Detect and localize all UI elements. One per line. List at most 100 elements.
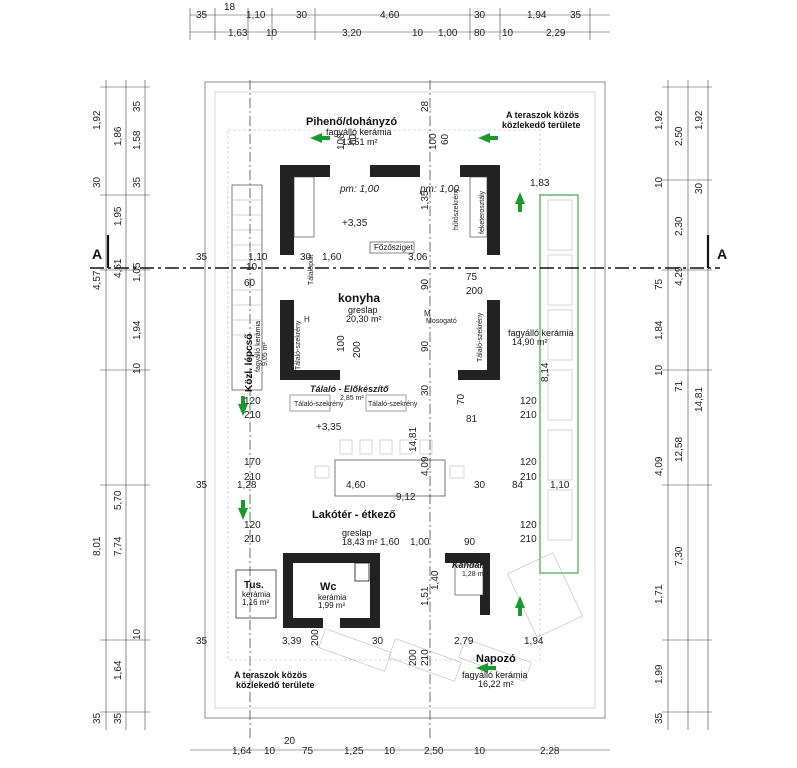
pm-label-2: pm: 1,00 [419,184,459,195]
right-terrace-planter [539,194,579,574]
h-label: H [304,315,310,324]
bottom-dim: 2,28 [540,746,560,757]
top-dim: 1,10 [246,10,266,21]
room-area-piheno: 13,51 m² [342,137,378,147]
svg-text:28: 28 [420,100,431,112]
room-area-napozo: 16,22 m² [478,679,514,689]
svg-text:1,84: 1,84 [654,320,665,340]
dining-table [314,439,465,497]
svg-text:210: 210 [520,410,537,421]
svg-text:3,39: 3,39 [282,636,302,647]
room-area-kandallo: 1,28 m² [462,571,486,578]
svg-text:1,83: 1,83 [530,178,550,189]
svg-text:8,01: 8,01 [92,536,103,556]
svg-text:14,81: 14,81 [694,387,705,412]
top-dim: 2,29 [546,28,566,39]
svg-text:1,05: 1,05 [132,262,143,282]
room-floor-piheno: fagyálló kerámia [326,127,392,137]
svg-text:1,10: 1,10 [550,480,570,491]
svg-text:84: 84 [512,480,524,491]
svg-text:35: 35 [196,252,208,263]
bottom-dim: 2,50 [424,746,444,757]
room-area-lakoter: 18,43 m² [342,537,378,547]
svg-text:35: 35 [92,712,103,724]
svg-text:30: 30 [92,176,103,188]
terrace-common-bottom-2: közlekedő területe [236,680,315,690]
svg-text:4,57: 4,57 [92,270,103,290]
bottom-dim: 75 [302,746,314,757]
wc-walls [235,553,380,628]
room-floor-kozl: fagyálló kerámia [255,321,262,372]
svg-text:9,12: 9,12 [396,492,416,503]
svg-text:1,40: 1,40 [430,570,441,590]
room-floor-napozo: fagyálló kerámia [462,670,528,680]
room-name-kandallo: Kandalló [452,560,491,570]
svg-text:1,92: 1,92 [92,110,103,130]
svg-text:1,00: 1,00 [410,537,430,548]
svg-text:35: 35 [196,480,208,491]
svg-text:1,94: 1,94 [132,320,143,340]
svg-text:200: 200 [310,629,321,646]
svg-text:35: 35 [196,636,208,647]
bottom-dim: 1,64 [232,746,252,757]
room-name-napozo: Napozó [476,653,516,665]
svg-text:210: 210 [420,649,431,666]
bottom-dim: 10 [384,746,396,757]
top-dim: 18 [224,2,236,13]
svg-text:7,30: 7,30 [674,546,685,566]
room-area-wc: 1,99 m² [318,601,345,610]
svg-text:4,29: 4,29 [674,266,685,286]
svg-text:30: 30 [694,182,705,194]
svg-text:1,64: 1,64 [113,660,124,680]
talalopult-label: Tálalópult [308,255,315,285]
top-dim: 3,20 [342,28,362,39]
top-dim: 1,00 [438,28,458,39]
svg-text:35: 35 [132,176,143,188]
svg-text:81: 81 [466,414,478,425]
level-label-2: +3,35 [316,422,342,433]
left-dims: 1,92 30 4,57 8,01 35 1,86 1,95 4,51 7,74… [92,100,143,724]
terrace-right-floor: fagyálló kerámia [508,328,574,338]
room-name-konyha: konyha [338,291,380,305]
room-area-talalo: 2,85 m² [340,395,364,402]
talalo-szekreny-left: Tálaló-szekrény [295,320,302,370]
top-dim: 1,63 [228,28,248,39]
svg-text:30: 30 [300,252,312,263]
svg-text:1,99: 1,99 [654,664,665,684]
mosogato-label: Mosogató [426,318,457,325]
site-boundary-inner [214,91,596,709]
svg-text:2,30: 2,30 [674,216,685,236]
bottom-dim: 10 [264,746,276,757]
top-dimension-lines [189,8,610,751]
room-name-lakoter: Lakótér - étkező [312,509,396,521]
svg-text:210: 210 [520,534,537,545]
svg-text:4,51: 4,51 [113,258,124,278]
room-name-kozl: Közl. lépcső [244,334,255,392]
pm-label-1: pm: 1,00 [339,184,379,195]
svg-text:200: 200 [466,286,483,297]
terrace-common-top: A teraszok közös [506,110,579,120]
svg-text:4,09: 4,09 [420,456,431,476]
top-dim: 80 [474,28,486,39]
svg-text:120: 120 [520,396,537,407]
m-label: M [424,309,431,318]
top-dim: 4,60 [380,10,400,21]
svg-text:1,95: 1,95 [113,206,124,226]
svg-text:1,28: 1,28 [237,480,257,491]
svg-text:100: 100 [428,133,439,150]
bottom-dim: 10 [474,746,486,757]
terrace-right-area: 14,90 m² [512,337,548,347]
svg-text:8,14: 8,14 [540,362,551,382]
svg-text:90: 90 [464,537,476,548]
room-floor-lakoter: greslap [342,528,372,538]
svg-text:210: 210 [244,410,261,421]
svg-text:210: 210 [244,472,261,483]
svg-text:10: 10 [654,176,665,188]
top-dim: 10 [502,28,514,39]
top-dim: 10 [412,28,424,39]
svg-text:1,35: 1,35 [420,190,431,210]
talalo-szekreny-b: Tálaló-szekrény [368,401,418,408]
bottom-dim: 1,25 [344,746,364,757]
svg-text:60: 60 [348,133,359,145]
